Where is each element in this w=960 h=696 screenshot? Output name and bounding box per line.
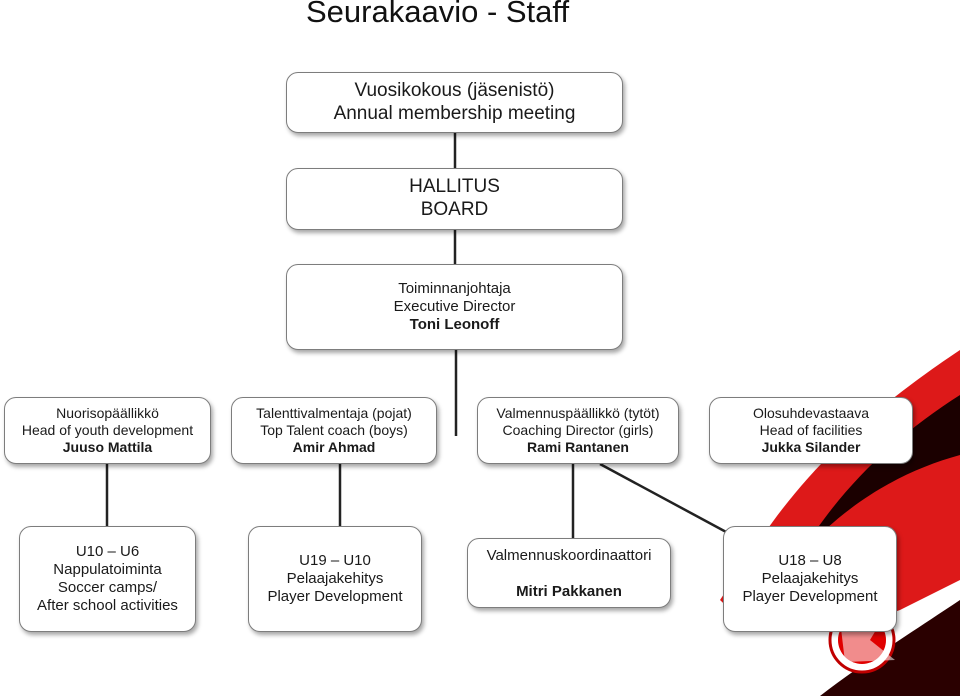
manager-title-en: Top Talent coach (boys) (260, 422, 408, 439)
manager-name: Amir Ahmad (292, 438, 376, 455)
executive-title-fi: Toiminnanjohtaja (398, 280, 511, 297)
unit-line3: Player Development (742, 588, 878, 605)
unit-box-u18: U18 – U8 Pelaajakehitys Player Developme… (723, 526, 897, 632)
manager-title-fi: Nuorisopäällikkö (56, 405, 159, 422)
manager-box-youth: Nuorisopäällikkö Head of youth developme… (4, 397, 211, 464)
unit-line4: After school activities (37, 597, 178, 614)
page-title: Seurakaavio - Staff (306, 0, 570, 29)
unit-line1: U10 – U6 (75, 543, 140, 560)
executive-title-en: Executive Director (393, 298, 516, 315)
unit-line1: U18 – U8 (778, 552, 842, 569)
executive-name: Toni Leonoff (409, 316, 500, 333)
connector-coaching-u18 (599, 462, 729, 535)
unit-line3: Player Development (267, 588, 403, 605)
unit-line2: Nappulatoiminta (53, 561, 162, 578)
executive-box: Toiminnanjohtaja Executive Director Toni… (286, 264, 623, 350)
board-title-en: BOARD (420, 199, 489, 220)
board-box: HALLITUS BOARD (286, 168, 623, 230)
unit-line1: U19 – U10 (299, 552, 371, 569)
manager-title-en: Coaching Director (girls) (502, 422, 654, 439)
assembly-title-en: Annual membership meeting (333, 102, 576, 124)
manager-name: Juuso Mattila (62, 438, 153, 455)
unit-box-u10: U10 – U6 Nappulatoiminta Soccer camps/ A… (19, 526, 196, 632)
assembly-title-fi: Vuosikokous (jäsenistö) (354, 79, 555, 101)
manager-title-fi: Talenttivalmentaja (pojat) (256, 405, 412, 422)
coordinator-name: Mitri Pakkanen (516, 583, 622, 600)
unit-box-coordinator: Valmennuskoordinaattori Mitri Pakkanen (467, 538, 671, 608)
coordinator-title: Valmennuskoordinaattori (486, 547, 652, 564)
manager-name: Jukka Silander (761, 438, 861, 455)
manager-title-fi: Olosuhdevastaava (753, 405, 869, 422)
manager-name: Rami Rantanen (527, 438, 629, 455)
manager-title-en: Head of youth development (21, 422, 194, 439)
manager-box-coaching: Valmennuspäällikkö (tytöt) Coaching Dire… (477, 397, 679, 464)
board-title-fi: HALLITUS (409, 176, 500, 198)
dark-swoosh-shape (800, 395, 960, 555)
manager-title-en: Head of facilities (759, 422, 863, 439)
manager-box-talent: Talenttivalmentaja (pojat) Top Talent co… (231, 397, 437, 464)
unit-box-u19: U19 – U10 Pelaajakehitys Player Developm… (248, 526, 422, 632)
unit-line3: Soccer camps/ (57, 579, 158, 596)
unit-line2: Pelaajakehitys (761, 570, 859, 587)
unit-line2: Pelaajakehitys (286, 570, 384, 587)
manager-title-fi: Valmennuspäällikkö (tytöt) (496, 405, 660, 422)
assembly-box: Vuosikokous (jäsenistö) Annual membershi… (286, 72, 623, 133)
manager-box-facilities: Olosuhdevastaava Head of facilities Jukk… (709, 397, 913, 464)
